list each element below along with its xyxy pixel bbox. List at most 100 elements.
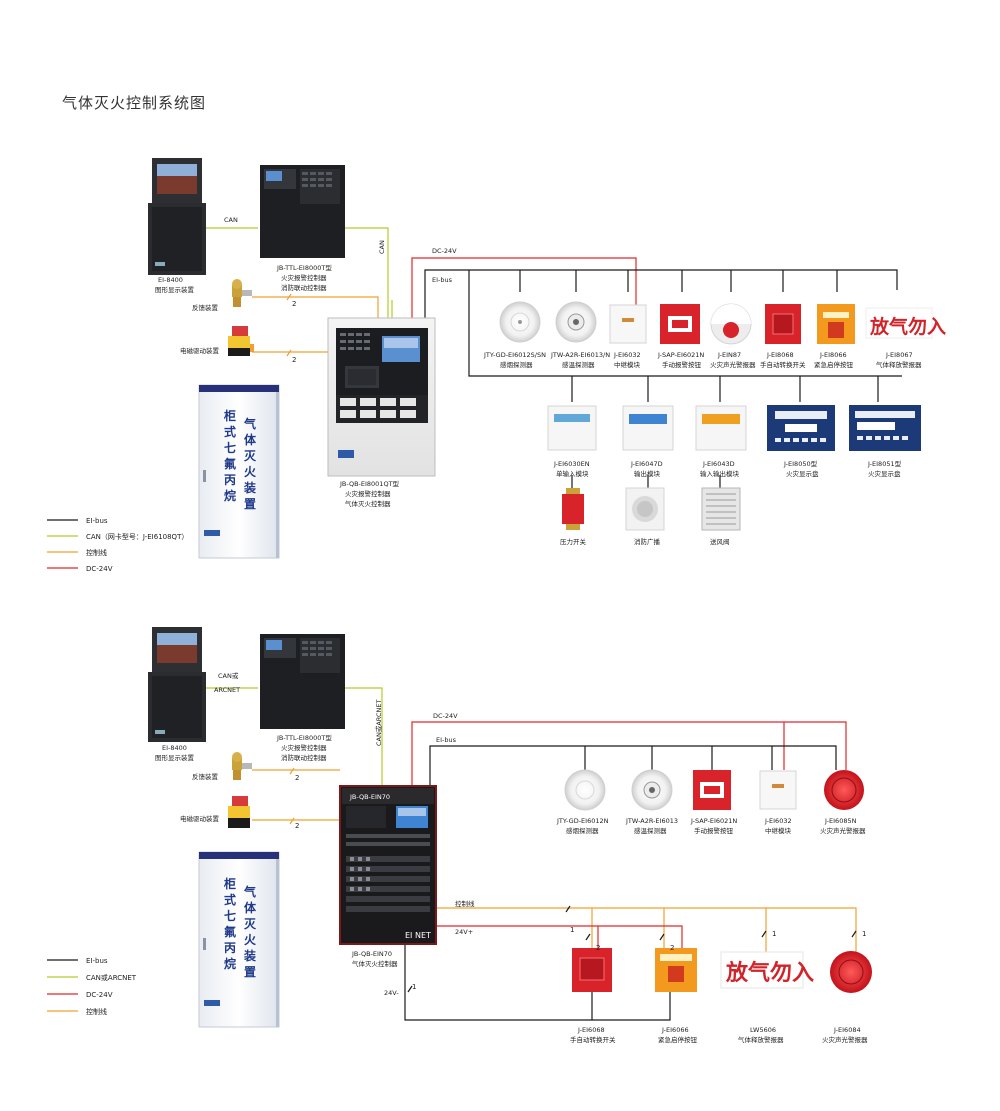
top-module-model-2: J-EI6043D xyxy=(702,460,735,468)
bottom-solenoid-label: 电磁驱动装置 xyxy=(180,814,220,823)
top-module-model-3: J-EI8050型 xyxy=(783,459,818,468)
top-diagram: CAN CAN DC-24V EI-bus 2 2 EI-8400 图形显示装置 xyxy=(47,158,946,573)
bottom-ctrl-name-1: 紧急启停按钮 xyxy=(658,1035,698,1044)
top-fire-display-8050 xyxy=(767,405,835,451)
bottom-legend: EI-bus CAN或ARCNET DC-24V 控制线 xyxy=(47,957,137,1016)
top-controller-model: JB-QB-EI8001QT型 xyxy=(339,479,400,488)
top-device-name-5: 手自动转换开关 xyxy=(760,360,806,369)
bottom-ctrl-name-0: 手自动转换开关 xyxy=(570,1035,616,1044)
top-device-model-6: J-EI8066 xyxy=(819,351,847,359)
bottom-feedback-count: 2 xyxy=(295,774,299,782)
bottom-device-model-1: JTW-A2R-EI6013 xyxy=(625,817,678,825)
top-device-name-1: 感温探测器 xyxy=(562,360,595,369)
bottom-device-smoke xyxy=(564,769,606,811)
bottom-ctrl-model-3: J-EI6084 xyxy=(833,1026,861,1034)
bottom-24vm-label: 24V- xyxy=(384,989,399,997)
bottom-24vp-label: 24V+ xyxy=(455,928,473,936)
bottom-ctrl-auto-switch xyxy=(572,948,612,992)
top-module-name-0: 单输入模块 xyxy=(556,469,589,478)
top-module-io xyxy=(695,405,747,451)
top-cabinet-text: 柜式七氟丙烷气体灭火装置 xyxy=(223,408,257,511)
bottom-device-name-0: 感烟探测器 xyxy=(566,826,599,835)
top-feedback-device xyxy=(232,279,252,307)
bottom-wires xyxy=(205,687,857,1021)
bottom-device-model-4: J-EI6085N xyxy=(824,817,857,825)
bottom-fangqi-sign: 放气勿入 xyxy=(725,960,814,986)
top-output-name-1: 消防广播 xyxy=(634,537,661,546)
top-module-model-0: J-EI6030EN xyxy=(553,460,590,468)
bottom-controller-name: 气体灭火控制器 xyxy=(352,959,398,968)
bottom-extinguisher-cabinet xyxy=(198,851,280,1028)
top-fire-panel-line1: 火灾报警控制器 xyxy=(281,273,327,282)
top-device-name-4: 火灾声光警报器 xyxy=(710,360,756,369)
bottom-dc24v-label: DC-24V xyxy=(433,712,458,720)
top-device-name-3: 手动报警按钮 xyxy=(662,360,702,369)
top-device-name-7: 气体释放警报器 xyxy=(876,360,922,369)
top-legend-3: DC-24V xyxy=(86,565,113,573)
top-device-relay xyxy=(609,304,647,344)
top-module-model-1: J-EI6047D xyxy=(630,460,663,468)
top-device-name-0: 感烟探测器 xyxy=(500,360,533,369)
top-graphic-display xyxy=(148,158,206,275)
top-device-labels: JTY-GD-EI6012S/SN 感烟探测器 JTW-A2R-EI6013/N… xyxy=(483,351,922,369)
top-device-emergency-button xyxy=(817,304,855,344)
bottom-gas-controller xyxy=(339,785,437,945)
top-fire-display-8051 xyxy=(849,405,921,451)
bottom-device-model-3: J-EI6032 xyxy=(764,817,792,825)
bottom-controller-brand: EI NET xyxy=(405,931,431,940)
top-legend: EI-bus CAN（网卡型号：J-EI6108QT） 控制线 DC-24V xyxy=(47,517,188,573)
bottom-device-name-3: 中继模块 xyxy=(765,826,792,835)
bottom-can-vertical-label: CAN或ARCNET xyxy=(374,700,383,746)
bottom-cabinet-text: 柜式七氟丙烷气体灭火装置 xyxy=(223,876,257,979)
bottom-ctrl-count-1: 2 xyxy=(670,944,674,952)
top-extinguisher-cabinet xyxy=(198,384,280,559)
top-legend-0: EI-bus xyxy=(86,517,108,525)
bottom-ctrl-name-3: 火灾声光警报器 xyxy=(822,1035,868,1044)
top-feedback-label: 反馈装置 xyxy=(192,303,219,312)
bottom-control-label: 控制线 xyxy=(455,899,475,908)
bottom-controller-model: JB-QB-EIN70 xyxy=(351,950,392,958)
bottom-ctrl-emergency-button xyxy=(655,948,697,992)
top-device-manual-alarm xyxy=(660,304,700,344)
bottom-ctrl-count-2: 1 xyxy=(772,930,776,938)
bottom-fire-panel-model: JB-TTL-EI8000T型 xyxy=(276,733,332,742)
bottom-eibus-label: EI-bus xyxy=(436,736,457,744)
top-device-strobe xyxy=(710,303,752,345)
top-broadcast-speaker xyxy=(625,487,665,531)
top-fire-panel-model: JB-TTL-EI8000T型 xyxy=(276,263,332,272)
top-device-model-1: JTW-A2R-EI6013/N xyxy=(550,351,610,359)
top-fangqi-sign: 放气勿入 xyxy=(869,315,946,338)
top-solenoid-label: 电磁驱动装置 xyxy=(180,346,220,355)
top-can-vertical-label: CAN xyxy=(378,240,386,254)
bottom-ctrl-labels: J-EI6068 手自动转换开关 J-EI6066 紧急启停按钮 LW5606 … xyxy=(570,1026,868,1044)
bottom-feedback-label: 反馈装置 xyxy=(192,772,219,781)
top-eibus-label: EI-bus xyxy=(432,276,453,284)
bottom-ctrl-release-alarm xyxy=(720,951,804,989)
bottom-24vm-count: 1 xyxy=(412,983,416,991)
top-module-name-2: 输入输出模块 xyxy=(700,469,740,478)
top-pressure-switch xyxy=(562,488,584,530)
top-controller-line2: 气体灭火控制器 xyxy=(345,499,391,508)
top-solenoid-count: 2 xyxy=(292,356,296,364)
bottom-solenoid-device xyxy=(228,796,250,828)
top-module-name-3: 火灾显示盘 xyxy=(786,469,819,478)
top-device-model-2: J-EI6032 xyxy=(613,351,641,359)
top-module-name-1: 输出模块 xyxy=(634,469,661,478)
bottom-device-name-4: 火灾声光警报器 xyxy=(820,826,866,835)
bottom-can-label2: ARCNET xyxy=(214,686,240,694)
bottom-device-name-2: 手动报警按钮 xyxy=(694,826,734,835)
top-device-auto-switch xyxy=(765,304,801,344)
bottom-legend-2: DC-24V xyxy=(86,991,113,999)
top-device-model-5: J-EI8068 xyxy=(766,351,794,359)
top-gas-controller xyxy=(327,317,436,477)
top-dc24v-label: DC-24V xyxy=(432,247,457,255)
top-device-model-0: JTY-GD-EI6012S/SN xyxy=(483,351,546,359)
bottom-feedback-device xyxy=(232,752,252,780)
bottom-controller-header: JB-QB-EIN70 xyxy=(349,793,390,801)
top-module-input xyxy=(547,405,597,451)
top-device-model-7: J-EI8067 xyxy=(885,351,913,359)
top-output-name-2: 送风阀 xyxy=(710,537,730,546)
bottom-ctrl-count-0: 2 xyxy=(596,944,600,952)
bottom-ctrl-model-2: LW5606 xyxy=(750,1026,776,1034)
